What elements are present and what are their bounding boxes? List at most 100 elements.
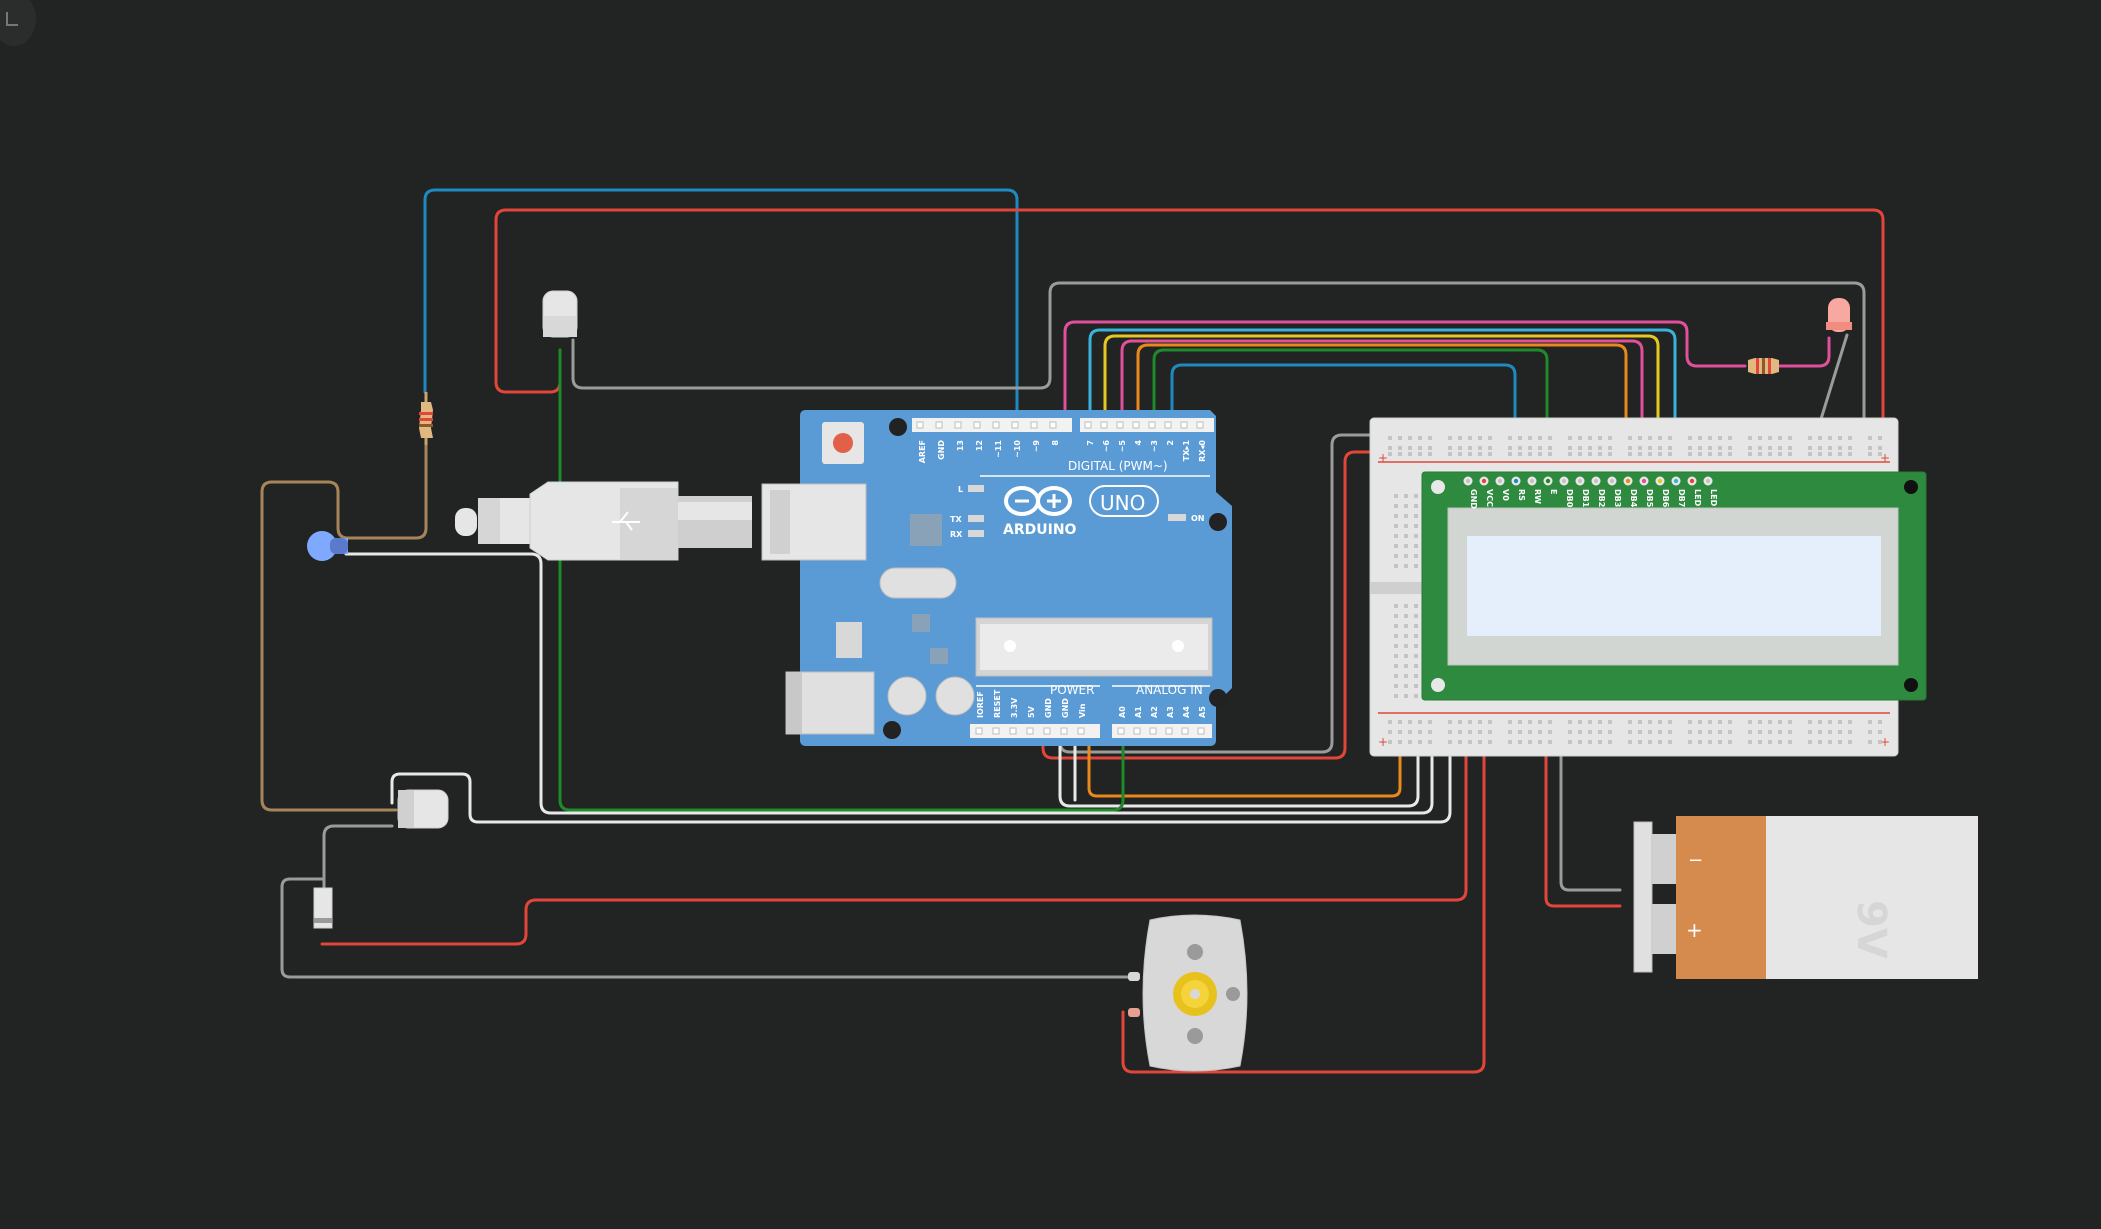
analog-pin-hole[interactable] bbox=[1165, 727, 1173, 735]
breadboard-hole[interactable] bbox=[1688, 446, 1692, 450]
breadboard-hole[interactable] bbox=[1528, 452, 1532, 456]
breadboard-hole[interactable] bbox=[1394, 614, 1398, 618]
wire-gray-sensor[interactable] bbox=[571, 281, 1866, 430]
breadboard-hole[interactable] bbox=[1878, 740, 1882, 744]
breadboard-hole[interactable] bbox=[1608, 436, 1612, 440]
breadboard-hole[interactable] bbox=[1568, 740, 1572, 744]
breadboard-hole[interactable] bbox=[1508, 740, 1512, 744]
breadboard-hole[interactable] bbox=[1568, 730, 1572, 734]
power-pin-hole[interactable] bbox=[1077, 727, 1085, 735]
breadboard-hole[interactable] bbox=[1808, 720, 1812, 724]
breadboard-hole[interactable] bbox=[1828, 730, 1832, 734]
digital-pin-hole[interactable] bbox=[1049, 421, 1057, 429]
breadboard-hole[interactable] bbox=[1468, 740, 1472, 744]
breadboard-hole[interactable] bbox=[1788, 446, 1792, 450]
breadboard-hole[interactable] bbox=[1648, 740, 1652, 744]
breadboard-hole[interactable] bbox=[1608, 730, 1612, 734]
breadboard-hole[interactable] bbox=[1518, 446, 1522, 450]
breadboard-hole[interactable] bbox=[1568, 446, 1572, 450]
wire-orange-4[interactable] bbox=[1136, 343, 1628, 477]
digital-pin-hole[interactable] bbox=[1011, 421, 1019, 429]
breadboard-hole[interactable] bbox=[1648, 452, 1652, 456]
breadboard-hole[interactable] bbox=[1404, 684, 1408, 688]
breadboard-hole[interactable] bbox=[1598, 436, 1602, 440]
wire-red-battery[interactable] bbox=[1544, 720, 1622, 908]
breadboard-hole[interactable] bbox=[1688, 740, 1692, 744]
breadboard-hole[interactable] bbox=[1658, 720, 1662, 724]
temp-sensor-top[interactable] bbox=[542, 290, 578, 338]
breadboard-hole[interactable] bbox=[1568, 452, 1572, 456]
breadboard-hole[interactable] bbox=[1508, 720, 1512, 724]
breadboard-hole[interactable] bbox=[1414, 544, 1418, 548]
breadboard-hole[interactable] bbox=[1414, 634, 1418, 638]
breadboard-hole[interactable] bbox=[1628, 436, 1632, 440]
breadboard-hole[interactable] bbox=[1818, 730, 1822, 734]
analog-pin-hole[interactable] bbox=[1197, 727, 1205, 735]
breadboard-hole[interactable] bbox=[1628, 446, 1632, 450]
breadboard-hole[interactable] bbox=[1414, 644, 1418, 648]
breadboard-hole[interactable] bbox=[1394, 634, 1398, 638]
breadboard-hole[interactable] bbox=[1768, 730, 1772, 734]
breadboard-hole[interactable] bbox=[1414, 514, 1418, 518]
breadboard-hole[interactable] bbox=[1708, 446, 1712, 450]
digital-pin-hole[interactable] bbox=[1116, 421, 1124, 429]
breadboard-hole[interactable] bbox=[1538, 740, 1542, 744]
breadboard-hole[interactable] bbox=[1518, 720, 1522, 724]
wire-green-3[interactable] bbox=[1152, 348, 1549, 477]
breadboard-hole[interactable] bbox=[1398, 446, 1402, 450]
breadboard-hole[interactable] bbox=[1828, 720, 1832, 724]
breadboard-hole[interactable] bbox=[1448, 436, 1452, 440]
breadboard-hole[interactable] bbox=[1718, 452, 1722, 456]
breadboard-hole[interactable] bbox=[1508, 436, 1512, 440]
wire-green-a0[interactable] bbox=[558, 348, 1125, 812]
breadboard-hole[interactable] bbox=[1828, 446, 1832, 450]
breadboard-hole[interactable] bbox=[1778, 740, 1782, 744]
breadboard-hole[interactable] bbox=[1758, 730, 1762, 734]
breadboard-hole[interactable] bbox=[1698, 436, 1702, 440]
analog-pin-hole[interactable] bbox=[1117, 727, 1125, 735]
breadboard-hole[interactable] bbox=[1818, 452, 1822, 456]
breadboard-hole[interactable] bbox=[1628, 730, 1632, 734]
breadboard-hole[interactable] bbox=[1404, 604, 1408, 608]
breadboard-hole[interactable] bbox=[1578, 720, 1582, 724]
breadboard-hole[interactable] bbox=[1588, 740, 1592, 744]
digital-pin-hole[interactable] bbox=[954, 421, 962, 429]
photoresistor[interactable] bbox=[307, 531, 348, 561]
breadboard-hole[interactable] bbox=[1458, 730, 1462, 734]
breadboard-hole[interactable] bbox=[1638, 452, 1642, 456]
breadboard-hole[interactable] bbox=[1458, 446, 1462, 450]
breadboard-hole[interactable] bbox=[1848, 436, 1852, 440]
analog-pin-hole[interactable] bbox=[1181, 727, 1189, 735]
wire-yellow-6[interactable] bbox=[1103, 334, 1660, 477]
breadboard-hole[interactable] bbox=[1488, 436, 1492, 440]
breadboard-hole[interactable] bbox=[1808, 446, 1812, 450]
breadboard-hole[interactable] bbox=[1598, 452, 1602, 456]
breadboard-hole[interactable] bbox=[1394, 694, 1398, 698]
breadboard-hole[interactable] bbox=[1488, 730, 1492, 734]
breadboard-hole[interactable] bbox=[1728, 740, 1732, 744]
breadboard-hole[interactable] bbox=[1458, 452, 1462, 456]
breadboard-hole[interactable] bbox=[1658, 452, 1662, 456]
breadboard-hole[interactable] bbox=[1688, 720, 1692, 724]
breadboard-hole[interactable] bbox=[1778, 730, 1782, 734]
breadboard-hole[interactable] bbox=[1404, 664, 1408, 668]
diode[interactable] bbox=[313, 887, 333, 929]
breadboard-hole[interactable] bbox=[1808, 436, 1812, 440]
breadboard-hole[interactable] bbox=[1608, 446, 1612, 450]
breadboard-hole[interactable] bbox=[1528, 720, 1532, 724]
breadboard-hole[interactable] bbox=[1548, 740, 1552, 744]
breadboard-hole[interactable] bbox=[1418, 436, 1422, 440]
breadboard-hole[interactable] bbox=[1528, 436, 1532, 440]
breadboard-hole[interactable] bbox=[1414, 654, 1418, 658]
breadboard-hole[interactable] bbox=[1818, 720, 1822, 724]
analog-pin-hole[interactable] bbox=[1149, 727, 1157, 735]
breadboard-hole[interactable] bbox=[1458, 720, 1462, 724]
breadboard-hole[interactable] bbox=[1748, 740, 1752, 744]
breadboard-hole[interactable] bbox=[1878, 436, 1882, 440]
breadboard-hole[interactable] bbox=[1578, 436, 1582, 440]
breadboard-hole[interactable] bbox=[1414, 664, 1418, 668]
breadboard-hole[interactable] bbox=[1778, 720, 1782, 724]
breadboard-hole[interactable] bbox=[1408, 446, 1412, 450]
wire-gray-motor[interactable] bbox=[280, 877, 1130, 979]
breadboard-hole[interactable] bbox=[1808, 452, 1812, 456]
